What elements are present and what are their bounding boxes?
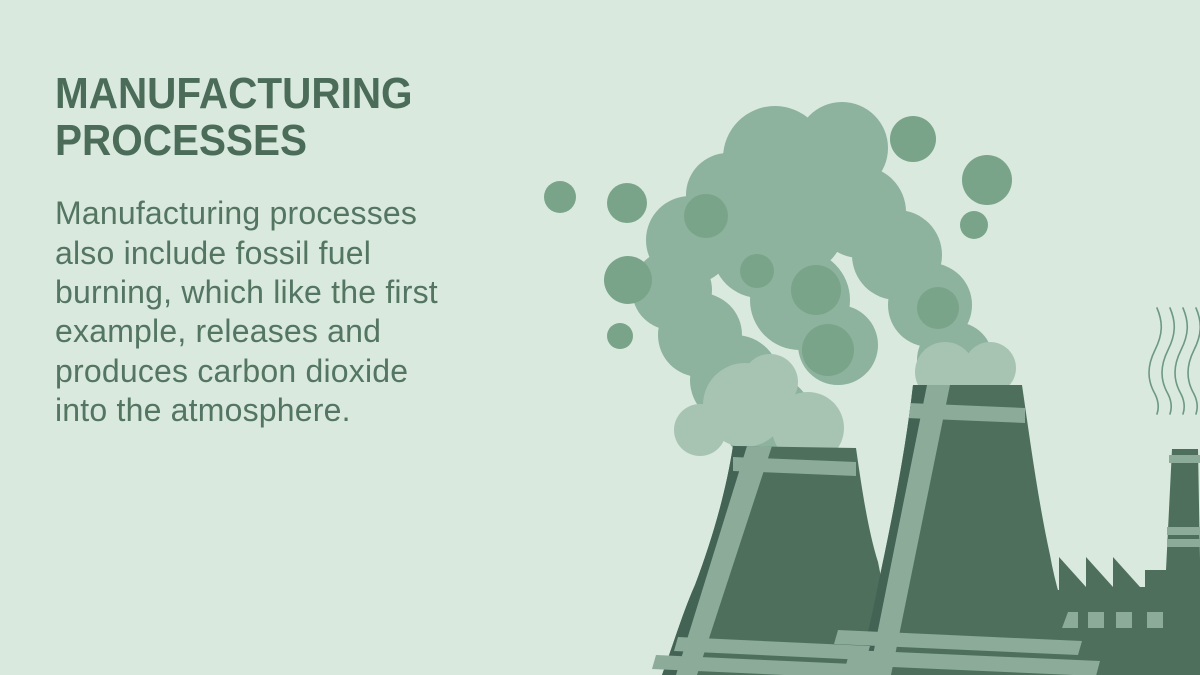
tower-edge-shadow — [662, 446, 747, 675]
chimney-band — [1169, 455, 1200, 463]
slide-title: MANUFACTURING PROCESSES — [55, 69, 413, 166]
factory-window — [1062, 612, 1078, 628]
text-column: MANUFACTURING PROCESSES Manufacturing pr… — [55, 70, 555, 430]
tower-top-band — [733, 457, 856, 476]
factory-window — [1147, 612, 1163, 628]
chimney-band — [1167, 527, 1200, 535]
factory-window — [1088, 612, 1104, 628]
factory-window — [1116, 612, 1132, 628]
tower-top-band — [906, 403, 1025, 423]
slide-body-text: Manufacturing processes also include fos… — [55, 195, 438, 428]
tower-base-stripes — [652, 630, 1100, 675]
heat-waves-icon — [1148, 307, 1200, 415]
chimney-band — [1167, 539, 1200, 547]
smoke-bubbles — [544, 116, 1012, 376]
factory-icon — [1050, 449, 1200, 675]
tower-edge-stripe — [676, 446, 772, 675]
tower-edge-stripe — [869, 385, 950, 675]
cooling-tower-left — [662, 446, 902, 675]
